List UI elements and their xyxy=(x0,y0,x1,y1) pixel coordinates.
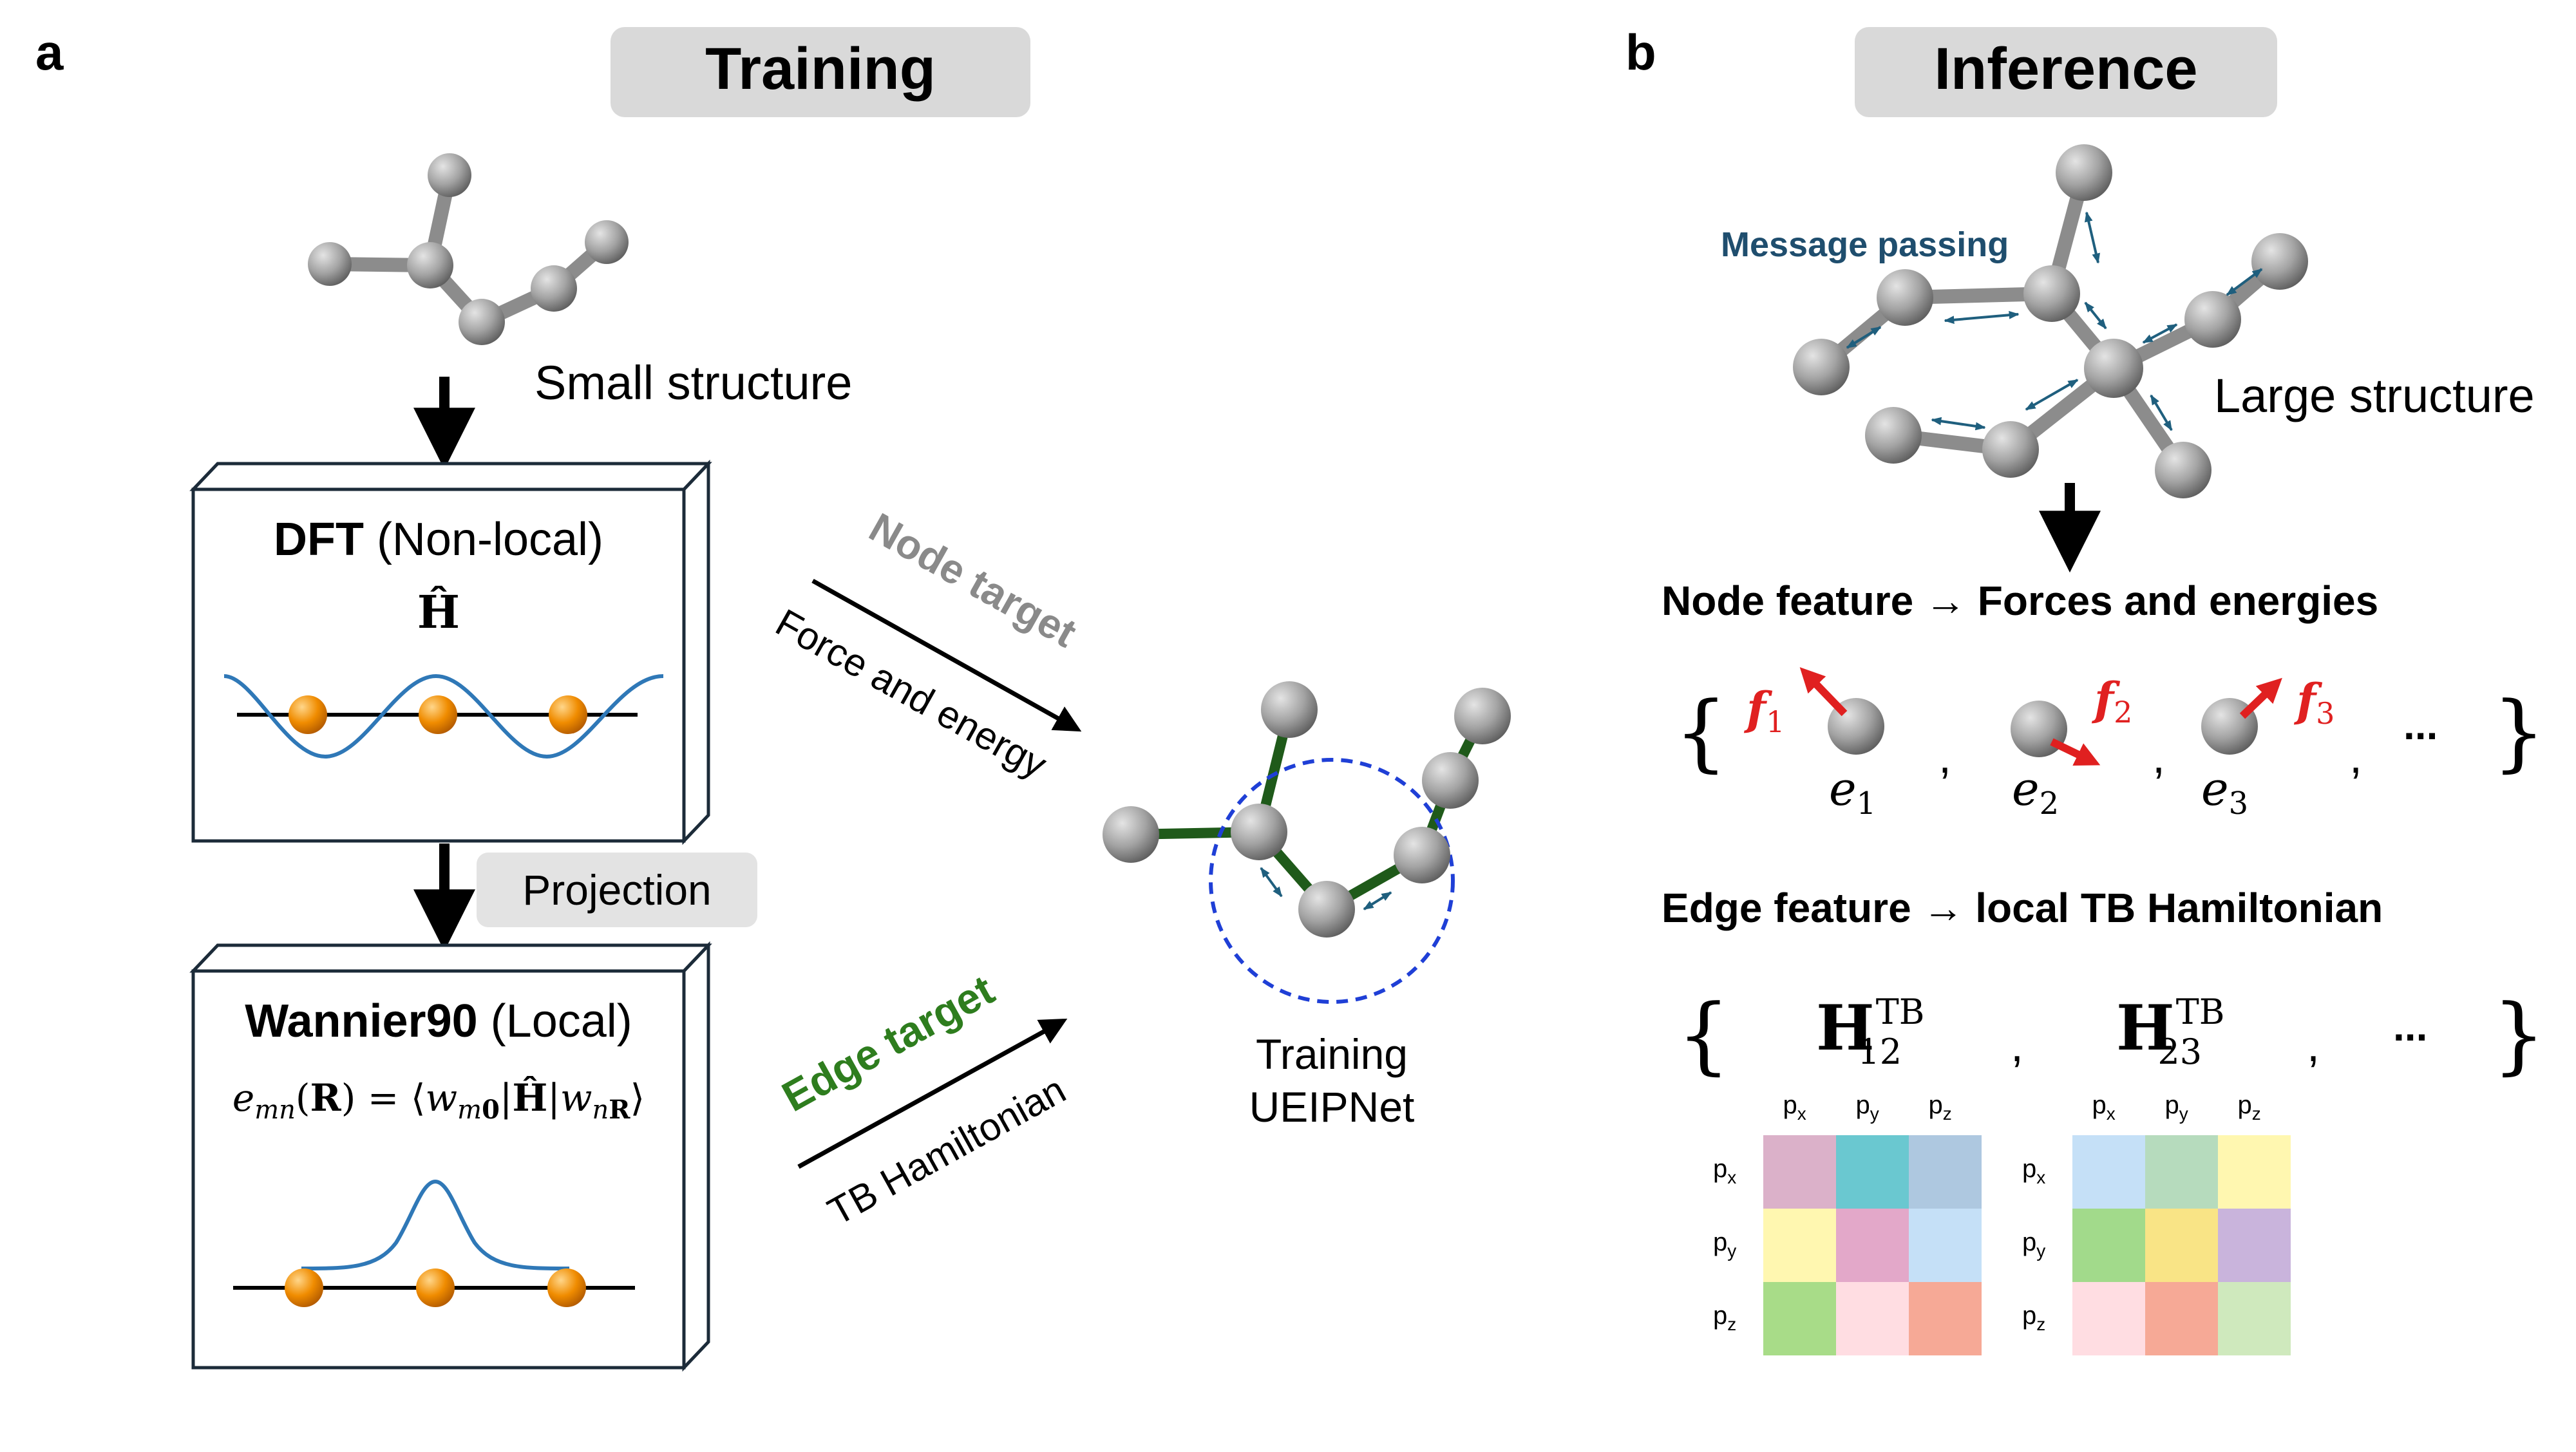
projection-label: Projection xyxy=(522,866,712,914)
training-label-line1: Training xyxy=(1256,1030,1408,1078)
matrix-cell xyxy=(1909,1135,1982,1209)
projection-badge: Projection xyxy=(477,853,757,927)
matrix-row-label: py xyxy=(1713,1228,1736,1261)
hamiltonian-matrices: px px py py pz pz px px py py pz pz xyxy=(1713,1091,2291,1355)
matrix-column-label: pz xyxy=(1929,1091,1952,1124)
matrix-cell xyxy=(1763,1135,1836,1209)
separator-comma: , xyxy=(2349,731,2362,783)
dft-box: DFT (Non-local) Ĥ xyxy=(189,459,712,845)
message-passing-label: Message passing xyxy=(1721,225,2009,264)
edge-target-arrow xyxy=(797,1018,1068,1169)
large-structure-molecule xyxy=(1793,144,2308,498)
matrix-cell xyxy=(1836,1135,1909,1209)
dft-atom xyxy=(289,695,327,734)
force-arrow-3 xyxy=(2239,677,2282,719)
matrix-cell xyxy=(2145,1209,2218,1282)
node-set-open-brace: { xyxy=(1674,683,1728,781)
matrix-row-label: pz xyxy=(1713,1301,1736,1334)
training-header-text: Training xyxy=(705,36,936,102)
node-feature-heading: Node feature → Forces and energies xyxy=(1662,578,2378,624)
force-label-2: f2 xyxy=(2091,672,2132,730)
small-structure-molecule xyxy=(308,153,629,345)
matrix-row-label: px xyxy=(2022,1155,2045,1187)
separator-comma: , xyxy=(2307,1020,2320,1071)
training-header: Training xyxy=(611,27,1030,117)
dft-title: DFT (Non-local) xyxy=(274,514,603,565)
matrix-row-label: py xyxy=(2022,1228,2045,1261)
edge-set-open-brace: { xyxy=(1677,986,1730,1084)
matrix-cell xyxy=(2145,1135,2218,1209)
dft-atom xyxy=(419,695,457,734)
matrix-column-label: py xyxy=(2165,1091,2188,1124)
wannier-formula: emn(R) = ⟨wm0|Ĥ|wnR⟩ xyxy=(232,1076,645,1125)
wannier-atom xyxy=(547,1268,586,1307)
wannier-atom xyxy=(416,1268,455,1307)
matrix-column-label: pz xyxy=(2238,1091,2261,1124)
large-structure-label: Large structure xyxy=(2214,369,2535,422)
matrix-cell xyxy=(1763,1209,1836,1282)
matrix-cell xyxy=(2218,1282,2291,1355)
node-set-close-brace: } xyxy=(2492,683,2546,781)
matrix-cell xyxy=(1909,1209,1982,1282)
matrix-cell xyxy=(1836,1209,1909,1282)
edge-target-label: Edge target xyxy=(774,966,1001,1121)
edge-set-close-brace: } xyxy=(2492,986,2546,1084)
matrix-cell xyxy=(2145,1282,2218,1355)
panel-a-label: a xyxy=(35,24,64,80)
matrix-column-label: px xyxy=(1783,1091,1806,1124)
matrix-column-label: px xyxy=(2092,1091,2116,1124)
energy-label-2: e2 xyxy=(2012,762,2059,822)
force-arrow-1 xyxy=(1799,667,1848,717)
matrix-cell xyxy=(2072,1135,2145,1209)
training-molecule xyxy=(1103,681,1511,1004)
small-structure-label: Small structure xyxy=(535,356,852,410)
matrix-cell xyxy=(1763,1282,1836,1355)
matrix-cell xyxy=(2218,1135,2291,1209)
dft-wave xyxy=(223,674,664,759)
dft-operator: Ĥ xyxy=(417,585,460,639)
force-label-1: f1 xyxy=(1743,682,1785,739)
separator-comma: , xyxy=(1938,731,1951,783)
node-feature-set: { } f1 e1 , f2 e2 , f3 e3 , ... xyxy=(1674,667,2546,822)
edge-set-ellipsis: ... xyxy=(2393,1003,2427,1050)
separator-comma: , xyxy=(2011,1020,2023,1071)
inference-header: Inference xyxy=(1855,27,2277,117)
matrix-row-label: px xyxy=(1713,1155,1736,1187)
inference-header-text: Inference xyxy=(1934,36,2197,102)
panel-b-label: b xyxy=(1625,24,1656,80)
training-label-line2: UEIPNet xyxy=(1249,1083,1415,1131)
wannier-title: Wannier90 (Local) xyxy=(245,995,632,1047)
energy-label-1: e1 xyxy=(1829,762,1876,822)
dft-atom xyxy=(549,695,587,734)
matrix-cell xyxy=(2218,1209,2291,1282)
wannier-gaussian xyxy=(301,1179,570,1270)
wannier-box: Wannier90 (Local) emn(R) = ⟨wm0|Ĥ|wnR⟩ xyxy=(189,941,712,1372)
node-set-ellipsis: ... xyxy=(2403,702,2438,748)
matrix-cell xyxy=(1909,1282,1982,1355)
tb-hamiltonian-label: TB Hamiltonian xyxy=(820,1068,1072,1233)
node-target-label: Node target xyxy=(862,504,1084,656)
force-arrow-2 xyxy=(2050,738,2101,766)
matrix-cell xyxy=(1836,1282,1909,1355)
message-passing-arrows xyxy=(1846,211,2263,431)
matrix-cell xyxy=(2072,1282,2145,1355)
node-target-arrow xyxy=(811,578,1082,732)
force-label-3: f3 xyxy=(2293,674,2334,731)
wannier-atom xyxy=(285,1268,323,1307)
cutoff-circle xyxy=(1209,758,1455,1004)
matrix-row-label: pz xyxy=(2022,1301,2045,1334)
matrix-column-label: py xyxy=(1856,1091,1879,1124)
edge-feature-heading: Edge feature → local TB Hamiltonian xyxy=(1662,885,2383,931)
matrix-cell xyxy=(2072,1209,2145,1282)
energy-label-3: e3 xyxy=(2201,762,2248,822)
separator-comma: , xyxy=(2152,731,2165,783)
